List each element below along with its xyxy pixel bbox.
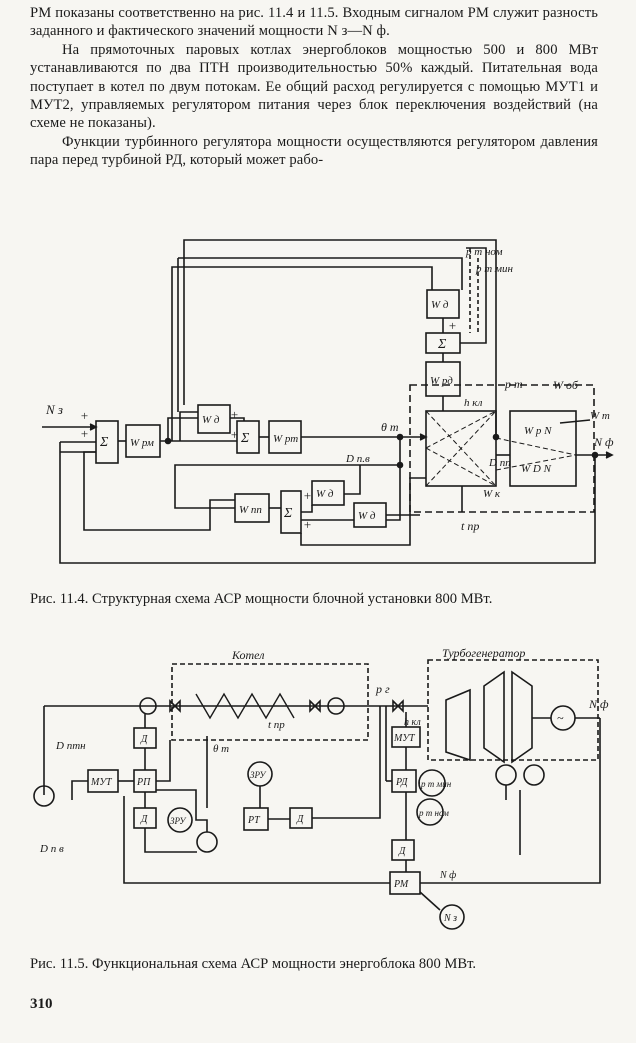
label-nz-2: N з [443,913,457,924]
body-text: РМ показаны соответственно на рис. 11.4 … [30,4,598,170]
label-plus-3: + [230,407,239,422]
label-wd-top: W д [431,299,449,311]
paragraph-2: На прямоточных паровых котлах энергоблок… [30,41,598,132]
pump-circle [139,697,157,715]
pnom-circle [416,798,444,826]
label-sigma-top: Σ [437,337,447,352]
label-zru-left: ЗРУ [170,816,186,826]
label-plus-2: + [80,426,89,441]
page-number: 310 [30,996,53,1012]
label-kotel: Котел [231,648,264,662]
label-plus-7: + [303,517,312,532]
label-zru-right: ЗРУ [250,770,266,780]
label-hkl-2: h кл [404,717,421,728]
turbine-inner-box [509,410,577,487]
label-wd-1: W д [202,414,220,426]
wd-block-2 [311,480,345,506]
d-block-4 [391,839,415,861]
paragraph-1: РМ показаны соответственно на рис. 11.4 … [30,5,598,40]
label-d-3: Д [296,814,304,825]
label-wk: W к [483,488,501,500]
label-wd-3: W д [358,510,376,522]
figure-11-5-caption: Рис. 11.5. Функциональная схема АСР мощн… [30,956,477,972]
label-d-1: Д [140,734,148,745]
label-wpn: W р N [524,425,552,437]
label-tpr-2: t пр [268,719,285,731]
figure-11-4-caption: Рис. 11.4. Структурная схема АСР мощност… [30,591,493,607]
zru-circle-left [167,807,193,833]
svg-text:~: ~ [557,711,564,725]
label-rt: РТ [247,815,261,826]
label-rd: РД [395,777,408,788]
label-dpv: D п.в [345,453,370,465]
label-dptn: D птн [55,740,86,752]
label-dpv-2: D п в [39,843,64,855]
separator-circle [327,697,345,715]
label-plus-6: + [303,488,312,503]
label-turbo: Турбогенератор [442,646,525,660]
pump-left-circle [33,785,55,807]
label-sigma-1: Σ [99,435,109,450]
label-nf-2: N ф [588,697,609,711]
label-d-4: Д [398,846,406,857]
label-nf: N ф [593,435,614,449]
label-d-2: Д [140,814,148,825]
label-pmin: р т мин [475,263,513,275]
label-bt-2: θ т [213,743,229,755]
label-sigma-3: Σ [283,506,293,521]
label-wrt: W рт [273,433,298,445]
label-hkl: h кл [464,397,483,409]
label-wt: W т [590,410,610,422]
label-wdn: W D N [521,463,552,475]
label-plus-5: + [448,318,457,333]
object-dashed-box [409,384,595,513]
label-pnom: р т ном [465,246,503,258]
paragraph-3: Функции турбинного регулятора мощности о… [30,133,598,169]
label-wob: W об [553,378,579,392]
label-sigma-2: Σ [240,431,250,446]
label-mut-left: МУТ [90,777,113,788]
label-pt: р т [504,377,523,391]
label-dpp: D пп [488,457,511,469]
label-pmin-2: р т мин [420,779,452,789]
label-plus-1: + [80,408,89,423]
label-wrd: W рд [430,375,453,387]
label-wrm: W рм [130,437,154,449]
label-bt: θ т [381,420,399,434]
label-rp: РП [136,777,151,788]
label-pnom-2: р т ном [418,808,449,818]
label-rm: РМ [393,879,409,890]
figure-11-5-diagram: ~ Котел Тур [33,646,609,930]
wd-block-1 [197,404,231,434]
label-wpp: W пп [239,504,262,516]
label-plus-4: + [230,427,239,442]
figure-11-4-diagram: N з + + Σ W рм W д + + Σ W рт W д + Σ W … [42,239,614,564]
label-pr: р г [375,682,390,696]
turbo-dashed-box [427,659,599,761]
label-tpr: t пр [461,519,479,533]
nz-circle [439,904,465,930]
v-circle [196,831,218,853]
label-wd-2: W д [316,488,334,500]
label-nm: N ф [439,870,456,881]
label-nz: N з [45,402,63,417]
label-mut-right: МУТ [393,733,416,744]
